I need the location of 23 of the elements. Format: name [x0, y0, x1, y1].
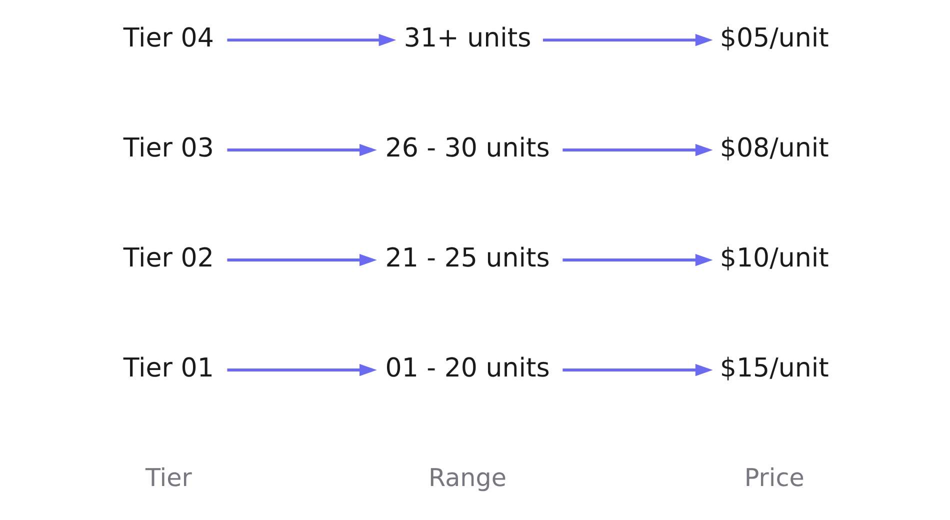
node-text: 01 - 20 units: [384, 353, 550, 384]
node-text: $10/unit: [719, 243, 828, 274]
arrow: [542, 34, 712, 46]
node-text: Tier 03: [122, 133, 214, 164]
node-text: Tier 04: [122, 23, 214, 54]
arrow: [562, 254, 712, 266]
label: Price: [744, 462, 804, 492]
node-text: $15/unit: [719, 353, 828, 384]
node-text: $05/unit: [719, 23, 828, 54]
node-text: 26 - 30 units: [384, 133, 550, 164]
label: Range: [428, 462, 506, 492]
arrow: [226, 144, 376, 156]
arrow: [226, 34, 396, 46]
node-text: 31+ units: [403, 23, 531, 54]
node-text: Tier 02: [122, 243, 214, 274]
label: Tier: [145, 462, 192, 492]
arrow: [562, 144, 712, 156]
arrow: [226, 364, 376, 376]
node-text: $08/unit: [719, 133, 828, 164]
arrow: [562, 364, 712, 376]
node-text: 21 - 25 units: [384, 243, 550, 274]
node-text: Tier 01: [122, 353, 214, 384]
arrow: [226, 254, 376, 266]
